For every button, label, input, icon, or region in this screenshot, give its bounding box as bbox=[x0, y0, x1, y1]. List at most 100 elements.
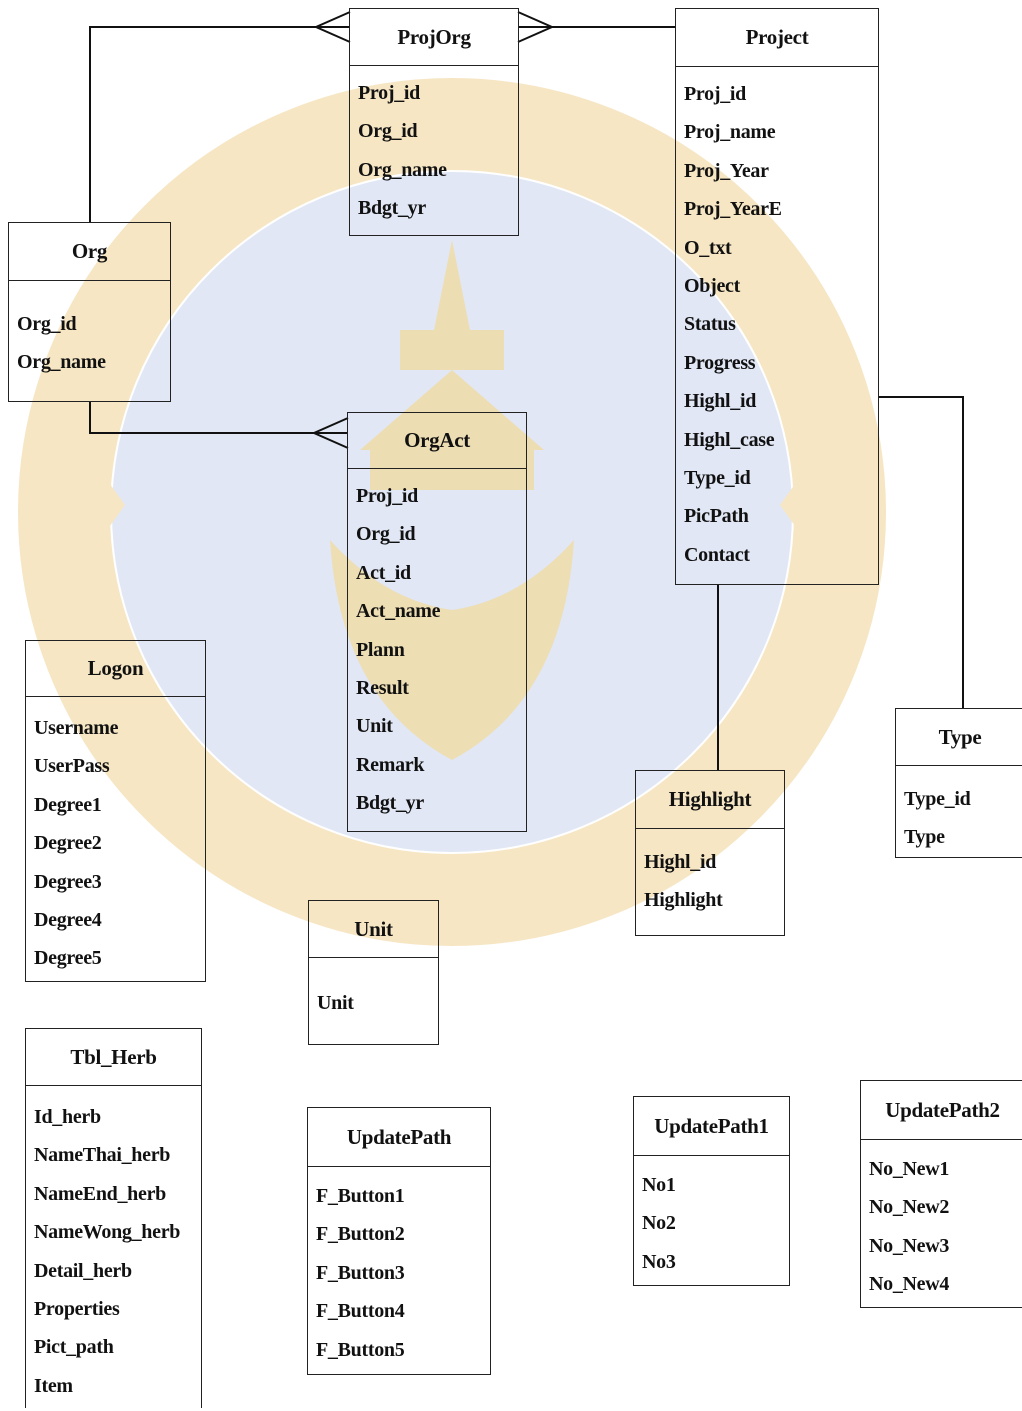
field-name: Proj_YearE bbox=[684, 198, 782, 221]
field-list: Id_herb NameThai_herb NameEnd_herb NameW… bbox=[26, 1086, 201, 1411]
entity-title: Project bbox=[676, 9, 878, 67]
field-list: Unit bbox=[309, 958, 438, 1028]
rel-project-type bbox=[878, 396, 964, 708]
field-name: Status bbox=[684, 313, 736, 336]
field-name: No_New2 bbox=[869, 1196, 950, 1219]
entity-title: OrgAct bbox=[348, 413, 526, 469]
field-name: No2 bbox=[642, 1212, 676, 1235]
field-name: Properties bbox=[34, 1297, 120, 1320]
field-name: Contact bbox=[684, 543, 750, 566]
field-name: Proj_id bbox=[356, 485, 418, 507]
field-name: Bdgt_yr bbox=[356, 792, 424, 815]
field-name: F_Button3 bbox=[316, 1261, 405, 1284]
field-name: Highl_id bbox=[684, 390, 757, 413]
field-name: Degree4 bbox=[34, 908, 102, 931]
field-name: Type_id bbox=[684, 466, 751, 489]
entity-title: UpdatePath2 bbox=[861, 1081, 1022, 1140]
field-list: Org_id Org_name bbox=[9, 281, 170, 388]
field-list: Proj_id Proj_name Proj_Year Proj_YearE O… bbox=[676, 67, 878, 580]
field-name: Remark bbox=[356, 753, 425, 776]
field-name: Org_name bbox=[17, 351, 106, 374]
entity-highlight[interactable]: Highlight Highl_id Highlight bbox=[635, 770, 785, 936]
field-name: Plann bbox=[356, 638, 405, 661]
entity-title: Unit bbox=[309, 901, 438, 958]
field-name: Username bbox=[34, 717, 119, 739]
field-name: No3 bbox=[642, 1250, 676, 1273]
field-name: NameEnd_herb bbox=[34, 1182, 166, 1205]
entity-title: ProjOrg bbox=[350, 9, 518, 66]
field-name: NameWong_herb bbox=[34, 1221, 181, 1244]
field-name: Highl_id bbox=[644, 851, 717, 873]
field-list: Type_id Type bbox=[896, 766, 1022, 863]
field-name: Org_id bbox=[17, 313, 77, 335]
field-name: F_Button5 bbox=[316, 1338, 405, 1361]
field-name: Degree3 bbox=[34, 870, 102, 893]
field-list: Username UserPass Degree1 Degree2 Degree… bbox=[26, 697, 205, 984]
field-name: Unit bbox=[356, 715, 393, 738]
field-name: Proj_id bbox=[358, 82, 420, 104]
field-name: Progress bbox=[684, 351, 756, 374]
field-name: Proj_id bbox=[684, 83, 746, 105]
field-list: No1 No2 No3 bbox=[634, 1156, 789, 1287]
field-name: Degree2 bbox=[34, 832, 102, 855]
field-list: Highl_id Highlight bbox=[636, 829, 784, 926]
field-name: Proj_name bbox=[684, 121, 776, 144]
entity-updatepath[interactable]: UpdatePath F_Button1 F_Button2 F_Button3… bbox=[307, 1107, 491, 1375]
field-name: F_Button1 bbox=[316, 1185, 405, 1207]
watermark-outer-ring bbox=[18, 78, 886, 946]
field-name: F_Button4 bbox=[316, 1300, 405, 1323]
field-name: Object bbox=[684, 274, 740, 297]
field-name: Act_id bbox=[356, 561, 411, 584]
entity-orgact[interactable]: OrgAct Proj_id Org_id Act_id Act_name Pl… bbox=[347, 412, 527, 832]
rel-project-projorg bbox=[517, 11, 676, 43]
rel-org-orgact bbox=[89, 402, 349, 449]
entity-title: UpdatePath1 bbox=[634, 1097, 789, 1156]
field-name: Highl_case bbox=[684, 428, 775, 451]
field-name: No_New3 bbox=[869, 1234, 950, 1257]
field-name: Degree5 bbox=[34, 947, 102, 970]
entity-title: UpdatePath bbox=[308, 1108, 490, 1167]
entity-title: Org bbox=[9, 223, 170, 281]
field-name: Org_id bbox=[356, 523, 416, 546]
field-name: Act_name bbox=[356, 600, 441, 623]
field-list: Proj_id Org_id Act_id Act_name Plann Res… bbox=[348, 469, 526, 829]
entity-title: Logon bbox=[26, 641, 205, 697]
field-list: No_New1 No_New2 No_New3 No_New4 bbox=[861, 1140, 1022, 1310]
entity-title: Tbl_Herb bbox=[26, 1029, 201, 1086]
watermark-center-disc bbox=[112, 172, 792, 852]
entity-org[interactable]: Org Org_id Org_name bbox=[8, 222, 171, 402]
field-name: Item bbox=[34, 1374, 73, 1397]
field-name: No1 bbox=[642, 1174, 676, 1196]
entity-logon[interactable]: Logon Username UserPass Degree1 Degree2 … bbox=[25, 640, 206, 982]
entity-updatepath1[interactable]: UpdatePath1 No1 No2 No3 bbox=[633, 1096, 790, 1286]
field-list: F_Button1 F_Button2 F_Button3 F_Button4 … bbox=[308, 1167, 490, 1375]
entity-title: Type bbox=[896, 709, 1022, 766]
field-name: Org_id bbox=[358, 120, 418, 143]
field-name: F_Button2 bbox=[316, 1223, 405, 1246]
rel-org-projorg bbox=[89, 11, 351, 223]
entity-unit[interactable]: Unit Unit bbox=[308, 900, 439, 1045]
entity-type[interactable]: Type Type_id Type bbox=[895, 708, 1022, 858]
field-name: Org_name bbox=[358, 158, 447, 181]
field-name: Type_id bbox=[904, 788, 971, 810]
field-name: Detail_herb bbox=[34, 1259, 132, 1282]
field-name: O_txt bbox=[684, 236, 732, 259]
field-name: Pict_path bbox=[34, 1336, 114, 1359]
field-name: Unit bbox=[317, 992, 354, 1014]
entity-project[interactable]: Project Proj_id Proj_name Proj_Year Proj… bbox=[675, 8, 879, 585]
watermark-side-flowers bbox=[75, 470, 830, 540]
field-name: Highlight bbox=[644, 889, 723, 912]
field-list: Proj_id Org_id Org_name Bdgt_yr bbox=[350, 66, 518, 234]
field-name: Proj_Year bbox=[684, 159, 769, 182]
field-name: Result bbox=[356, 676, 409, 699]
watermark-crown-emblem bbox=[330, 240, 574, 760]
field-name: Bdgt_yr bbox=[358, 197, 426, 220]
entity-projorg[interactable]: ProjOrg Proj_id Org_id Org_name Bdgt_yr bbox=[349, 8, 519, 236]
entity-tbl-herb[interactable]: Tbl_Herb Id_herb NameThai_herb NameEnd_h… bbox=[25, 1028, 202, 1408]
field-name: No_New1 bbox=[869, 1158, 950, 1180]
entity-title: Highlight bbox=[636, 771, 784, 829]
entity-updatepath2[interactable]: UpdatePath2 No_New1 No_New2 No_New3 No_N… bbox=[860, 1080, 1022, 1308]
field-name: Type bbox=[904, 826, 945, 849]
